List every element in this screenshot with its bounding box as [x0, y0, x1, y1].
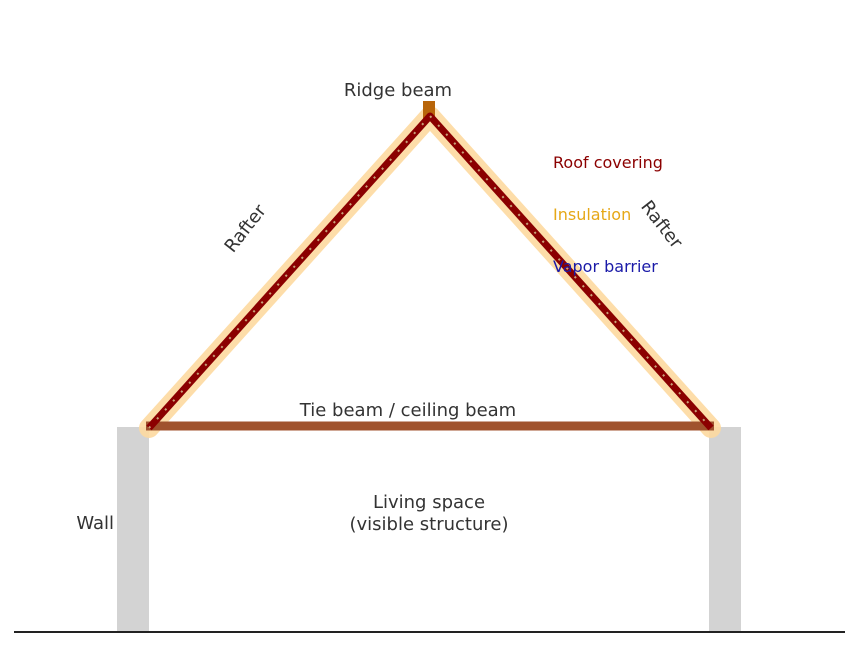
living-space-label: Living space	[373, 492, 485, 513]
rafters	[146, 112, 714, 431]
legend-roof-covering: Roof covering	[553, 153, 663, 172]
wall-label: Wall	[76, 513, 114, 534]
right-wall	[709, 427, 741, 632]
living-space-sublabel: (visible structure)	[350, 514, 509, 535]
legend-vapor-barrier: Vapor barrier	[553, 257, 658, 276]
tie-beam-label: Tie beam / ceiling beam	[299, 400, 516, 421]
legend-insulation: Insulation	[553, 205, 631, 224]
ridge-beam-label: Ridge beam	[344, 80, 452, 101]
left-wall	[117, 427, 149, 632]
rafter-right-label: Rafter	[636, 197, 687, 254]
rafter-left-label: Rafter	[220, 200, 271, 257]
